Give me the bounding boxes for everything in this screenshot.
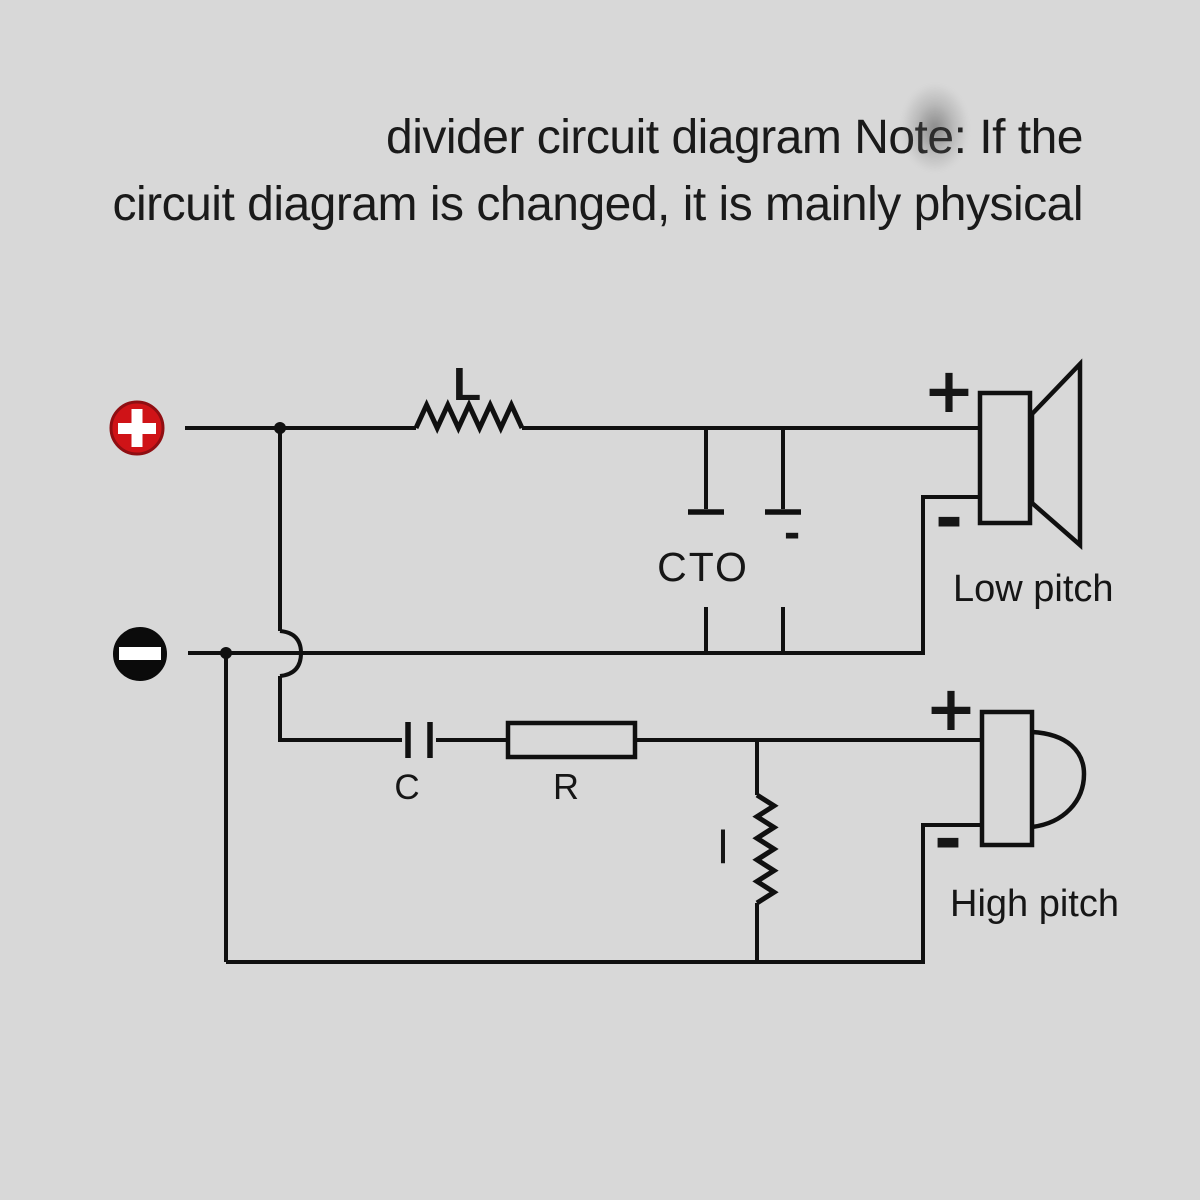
- positive-terminal-icon: [109, 400, 165, 456]
- resistor-r-body: [505, 720, 638, 760]
- cap-bank-minus-sign: -: [784, 511, 801, 557]
- wire-negative-rail: [188, 495, 980, 655]
- wire-highpass-feed: [278, 676, 402, 742]
- cap-bank-label: CTO: [657, 544, 749, 590]
- low-speaker-plus-sign: +: [923, 354, 975, 427]
- wire-bottom-rail: [226, 823, 982, 964]
- title-line-2: circuit diagram is changed, it is mainly…: [112, 178, 1083, 231]
- low-pitch-speaker: + - Low pitch: [923, 354, 1114, 610]
- high-speaker-plus-sign: +: [925, 672, 977, 745]
- high-speaker-body: [979, 709, 1035, 848]
- resistor-r: R: [505, 720, 638, 807]
- high-speaker-minus-sign: -: [934, 800, 962, 879]
- low-speaker-minus-sign: -: [935, 479, 963, 558]
- shunt-zigzag: [752, 792, 779, 906]
- negative-terminal-icon: [113, 627, 167, 681]
- cap-c-label: C: [394, 768, 419, 807]
- inductor-label: L: [453, 358, 481, 410]
- shunt-resistor-label: l: [718, 821, 728, 873]
- shunt-resistor: l: [718, 740, 779, 962]
- resistor-r-label: R: [553, 766, 579, 807]
- capacitor-bank-cto: - CTO: [657, 428, 801, 653]
- inductor-symbol: [413, 399, 525, 434]
- high-speaker-dome: [1031, 729, 1087, 830]
- low-speaker-horn: [1029, 358, 1083, 550]
- low-speaker-body: [977, 390, 1033, 526]
- low-speaker-label: Low pitch: [953, 568, 1114, 610]
- high-pitch-speaker: + - High pitch: [925, 672, 1119, 925]
- capacitor-c: C: [394, 722, 433, 807]
- high-speaker-label: High pitch: [950, 883, 1119, 925]
